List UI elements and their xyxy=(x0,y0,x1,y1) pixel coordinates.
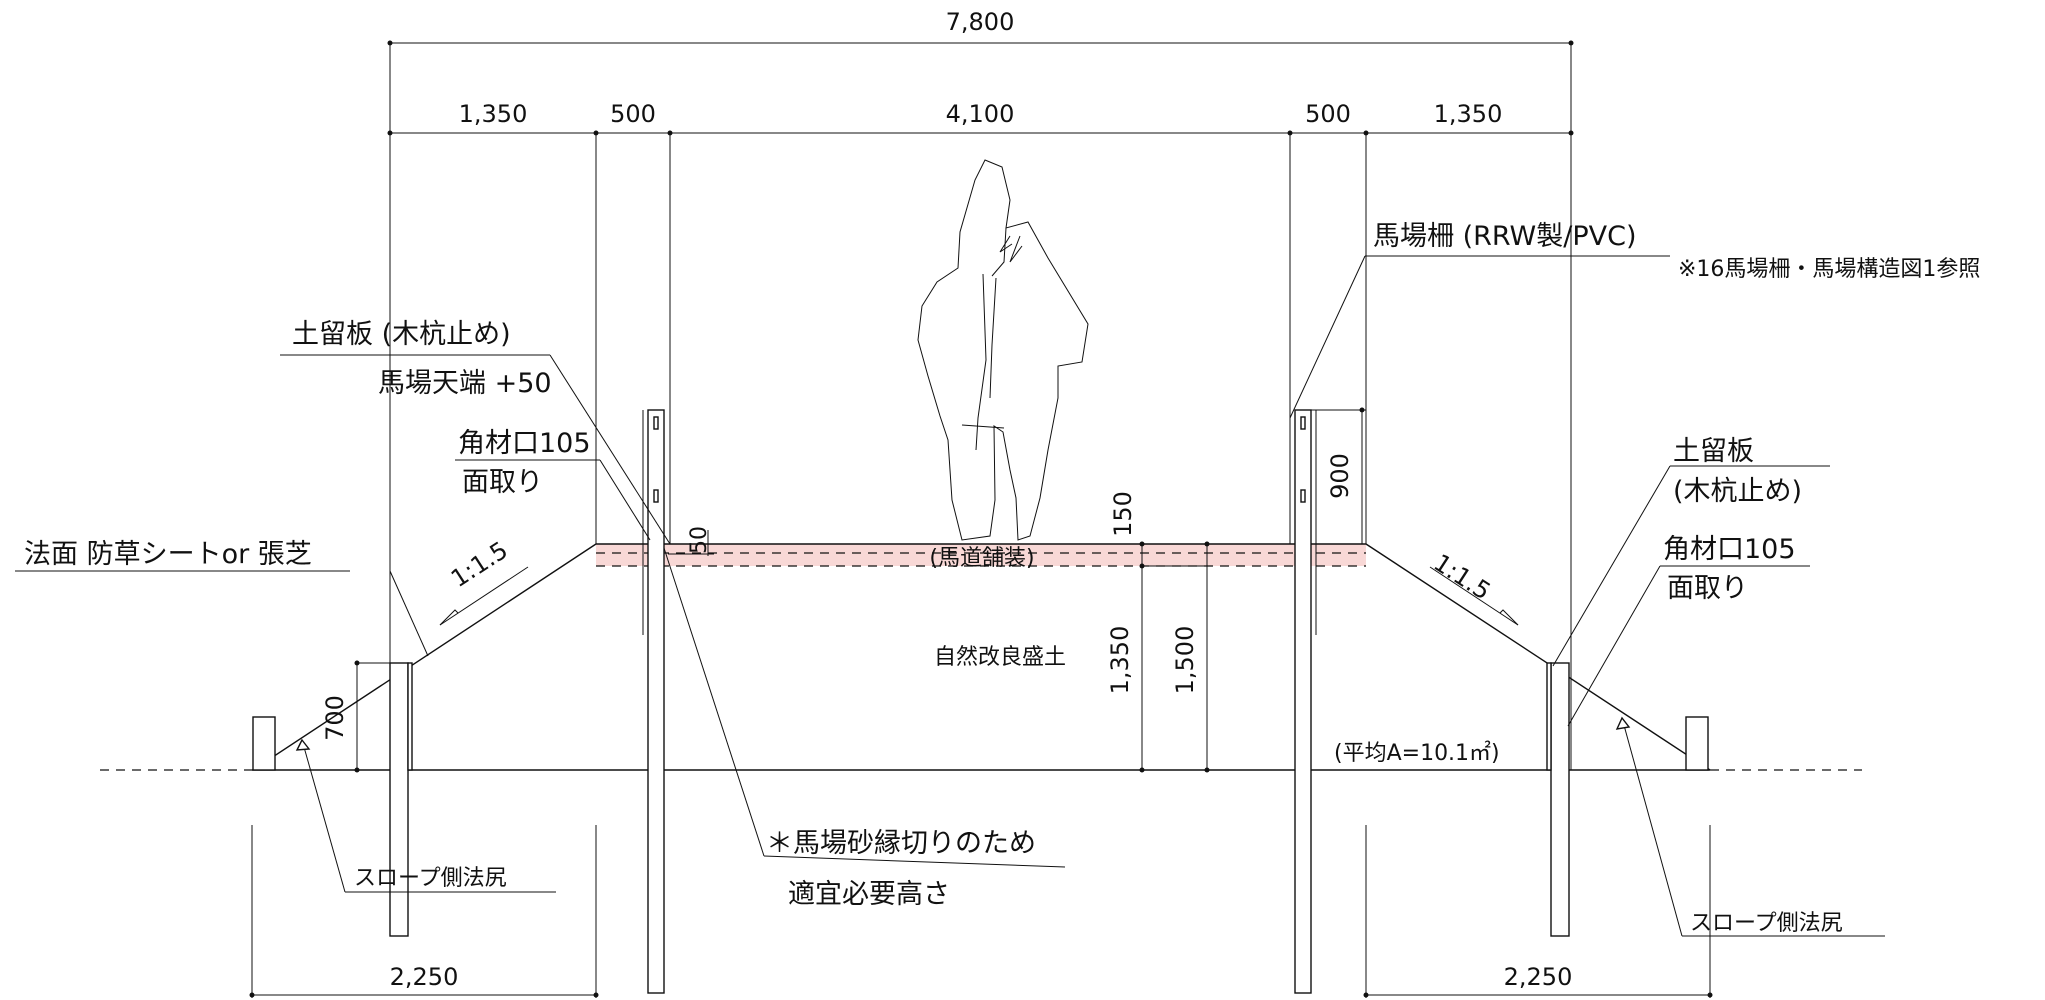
label-right-retaining-board: 土留板 xyxy=(1673,436,1754,467)
label-fence: 馬場柵 (RRW製/PVC) xyxy=(1373,221,1636,252)
dim-fill-1500: 1,500 xyxy=(1171,626,1199,695)
dim-track-width: 4,100 xyxy=(946,100,1015,128)
dim-right-slope: 1,350 xyxy=(1434,100,1503,128)
dim-bottom-right: 2,250 xyxy=(1504,963,1573,991)
fence-post-left xyxy=(647,409,665,994)
label-left-chamfer: 面取り xyxy=(462,467,543,498)
retaining-pile-right xyxy=(1550,662,1570,937)
dim-bottom-left: 2,250 xyxy=(390,963,459,991)
dim-pavement-150: 150 xyxy=(1109,491,1137,537)
label-right-retaining-note: (木杭止め) xyxy=(1673,476,1802,507)
label-slope-face: 法面 防草シートor 張芝 xyxy=(24,539,312,570)
label-left-timber: 角材口105 xyxy=(458,428,591,459)
fence-post-right xyxy=(1294,409,1312,994)
label-left-retaining-board: 土留板 (木杭止め) xyxy=(292,319,511,350)
dim-edge-cut-50: 50 xyxy=(687,526,712,554)
horse-silhouette xyxy=(917,159,1089,541)
label-fill: 自然改良盛土 xyxy=(934,645,1066,670)
label-pavement: (馬道舗装) xyxy=(929,546,1034,571)
dim-retaining-700: 700 xyxy=(321,695,349,741)
dim-total-width: 7,800 xyxy=(946,8,1015,36)
dim-left-edge: 500 xyxy=(610,100,656,128)
dim-right-edge: 500 xyxy=(1305,100,1351,128)
retaining-pile-left xyxy=(389,662,409,937)
slope-ratio-right: 1:1.5 xyxy=(1429,549,1496,606)
label-right-timber: 角材口105 xyxy=(1663,534,1796,565)
dim-fence-height: 900 xyxy=(1326,453,1354,499)
label-right-chamfer: 面取り xyxy=(1667,573,1748,604)
label-edge-cut-note: ＊馬場砂縁切りのため xyxy=(766,828,1036,859)
dim-left-slope: 1,350 xyxy=(459,100,528,128)
embankment-profile xyxy=(252,543,1711,771)
label-edge-cut-note-2: 適宜必要高さ xyxy=(788,879,950,910)
label-slope-toe-left: スロープ側法尻 xyxy=(354,866,507,891)
slope-ratio-left: 1:1.5 xyxy=(446,536,513,593)
label-track-crown: 馬場天端 +50 xyxy=(378,368,552,399)
dim-fill-1350: 1,350 xyxy=(1106,626,1134,695)
toe-board-left xyxy=(252,716,276,771)
toe-board-right xyxy=(1685,716,1709,771)
label-slope-toe-right: スロープ側法尻 xyxy=(1690,911,1843,936)
pavement-band xyxy=(596,544,1366,566)
label-fence-reference: ※16馬場柵・馬場構造図1参照 xyxy=(1678,257,1980,282)
label-average-area: (平均A=10.1㎡) xyxy=(1334,740,1500,766)
